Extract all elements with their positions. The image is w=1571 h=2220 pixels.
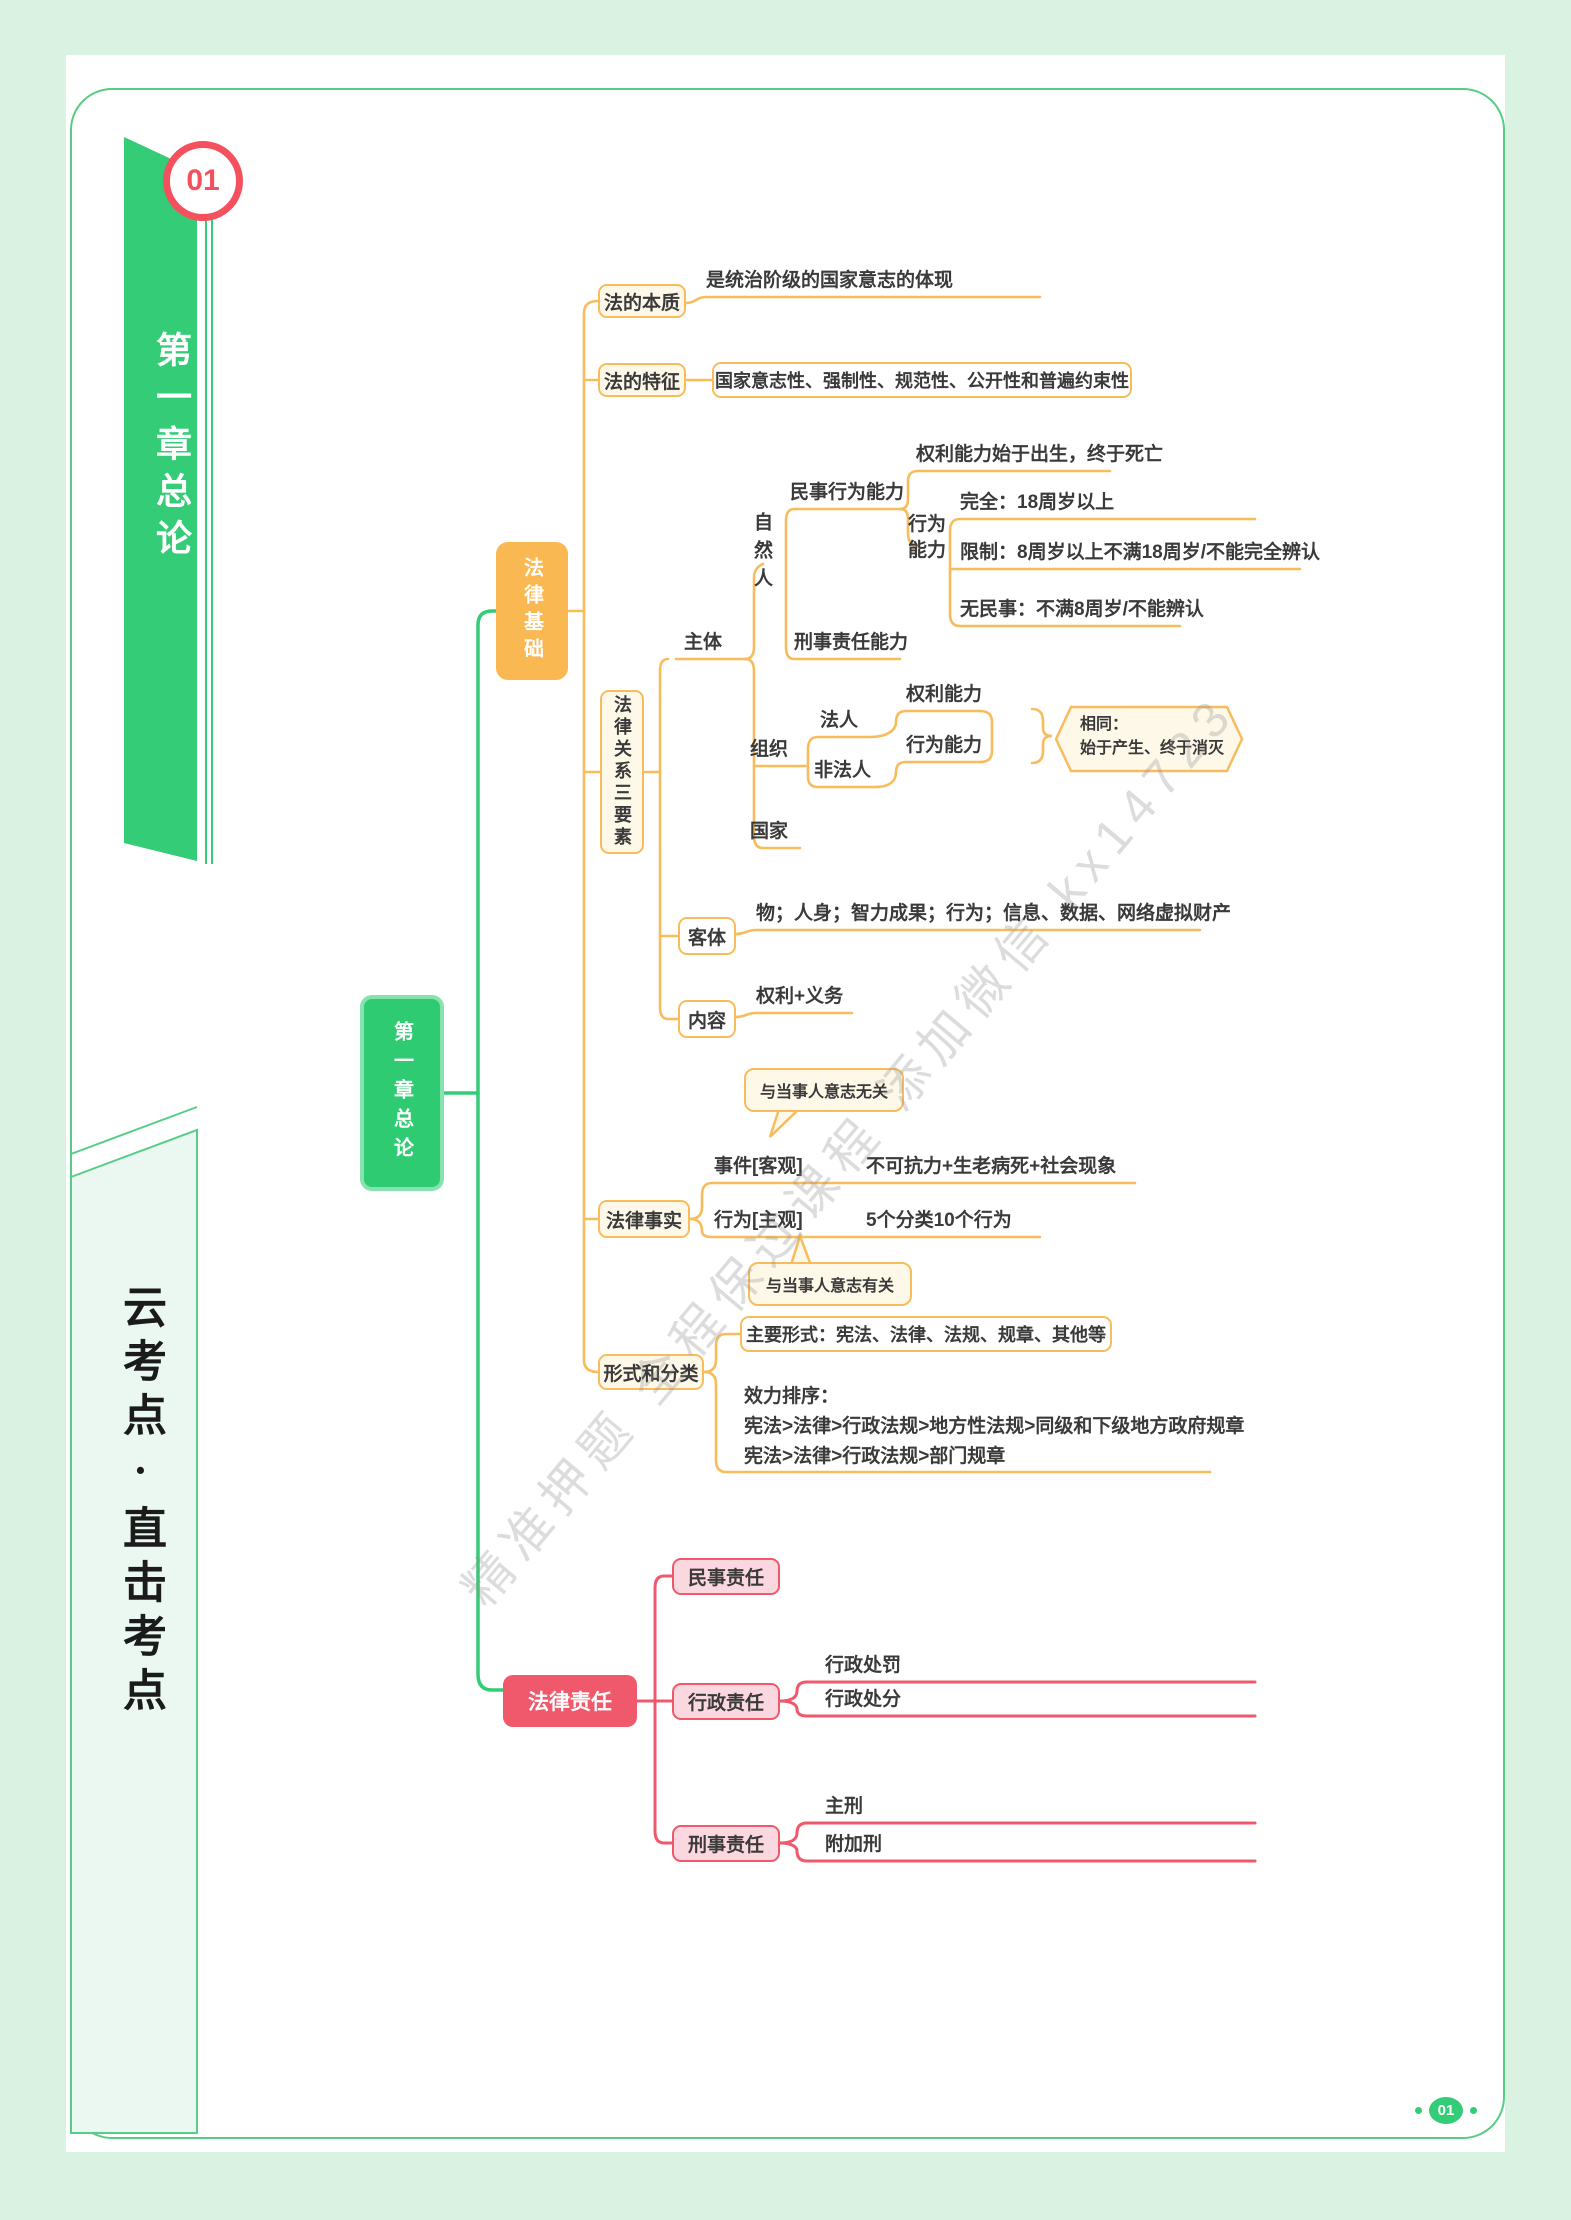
node-forms: 形式和分类 [598,1354,704,1390]
side-caption: 云考点·直击考点 [116,1283,165,1721]
node-rights-capacity-note: 权利能力始于出生，终于死亡 [916,444,1164,465]
node-relation-elements: 法律关系三要素 [600,690,644,854]
node-event-detail: 不可抗力+生老病死+社会现象 [866,1156,1117,1177]
chapter-badge-text: 01 [186,164,220,197]
node-admin-liability: 行政责任 [672,1683,780,1720]
ranking-line1: 宪法>法律>行政法规>地方性法规>同级和下级地方政府规章 [744,1416,1245,1437]
node-subject: 主体 [684,632,723,653]
node-object: 客体 [678,917,736,955]
node-admin-sanction: 行政处分 [825,1689,902,1710]
node-civil-liability: 民事责任 [672,1558,780,1595]
frame-band-top [0,0,1571,55]
node-capacity-none: 无民事：不满8周岁/不能辨认 [960,599,1204,620]
node-principal-penalty: 主刑 [825,1796,864,1817]
frame-band-right [1505,0,1571,2220]
node-capacity-limited: 限制：8周岁以上不满18周岁/不能完全辨认 [960,542,1320,563]
page-number-text: 01 [1437,2102,1455,2119]
page-card-border [70,88,1505,2139]
same-callout-body: 始于产生、终于消灭 [1080,740,1225,757]
node-object-detail: 物；人身；智力成果；行为；信息、数据、网络虚拟财产 [756,903,1232,924]
node-essence-detail: 是统治阶级的国家意志的体现 [706,270,954,291]
node-legal-basis: 法律基础 [496,542,568,680]
node-organization: 组织 [750,739,789,760]
node-criminal-liability: 刑事责任 [672,1825,780,1862]
node-act-detail: 5个分类10个行为 [866,1210,1012,1231]
ranking-title: 效力排序： [744,1386,840,1407]
node-forms-main: 主要形式：宪法、法律、法规、规章、其他等 [740,1316,1112,1352]
root-node: 第一章总论 [360,995,444,1191]
node-civil-capacity: 民事行为能力 [790,482,905,503]
node-org-conduct-capacity: 行为能力 [906,735,983,756]
node-admin-punishment: 行政处罚 [825,1655,902,1676]
callout-no-will: 与当事人意志无关 [744,1068,904,1112]
ranking-line2: 宪法>法律>行政法规>部门规章 [744,1446,1006,1467]
page-number-badge: 01 [1429,2097,1463,2124]
node-state: 国家 [750,821,789,842]
node-content-detail: 权利+义务 [756,986,844,1007]
node-event: 事件[客观] [714,1156,803,1177]
node-non-legal-person: 非法人 [814,760,872,781]
node-org-rights-capacity: 权利能力 [906,684,983,705]
node-act: 行为[主观] [714,1210,803,1231]
node-criminal-capacity: 刑事责任能力 [794,632,909,653]
page-number-dot-left [1415,2107,1422,2114]
node-content: 内容 [678,1000,736,1038]
node-features: 法的特征 [598,363,686,397]
node-capacity-full: 完全：18周岁以上 [960,492,1115,513]
node-ranking-block: 效力排序： 宪法>法律>行政法规>地方性法规>同级和下级地方政府规章 宪法>法律… [744,1382,1244,1472]
node-supplementary-penalty: 附加刑 [825,1834,883,1855]
node-essence: 法的本质 [598,284,686,318]
callout-with-will: 与当事人意志有关 [748,1262,912,1306]
node-natural-person: 自然人 [751,512,772,596]
node-liability: 法律责任 [503,1675,637,1727]
node-legal-person: 法人 [820,710,859,731]
node-same-callout: 相同： 始于产生、终于消灭 [1080,713,1224,761]
node-features-detail: 国家意志性、强制性、规范性、公开性和普遍约束性 [712,362,1132,398]
frame-band-left [0,0,66,2220]
same-callout-title: 相同： [1080,716,1129,733]
node-legal-facts: 法律事实 [598,1200,690,1238]
node-conduct-capacity: 行为能力 [908,514,947,561]
frame-band-bottom [0,2152,1571,2220]
chapter-ribbon-title: 第一章总论 [151,330,192,566]
chapter-number-badge: 01 [163,141,243,221]
page-number-dot-right [1470,2107,1477,2114]
